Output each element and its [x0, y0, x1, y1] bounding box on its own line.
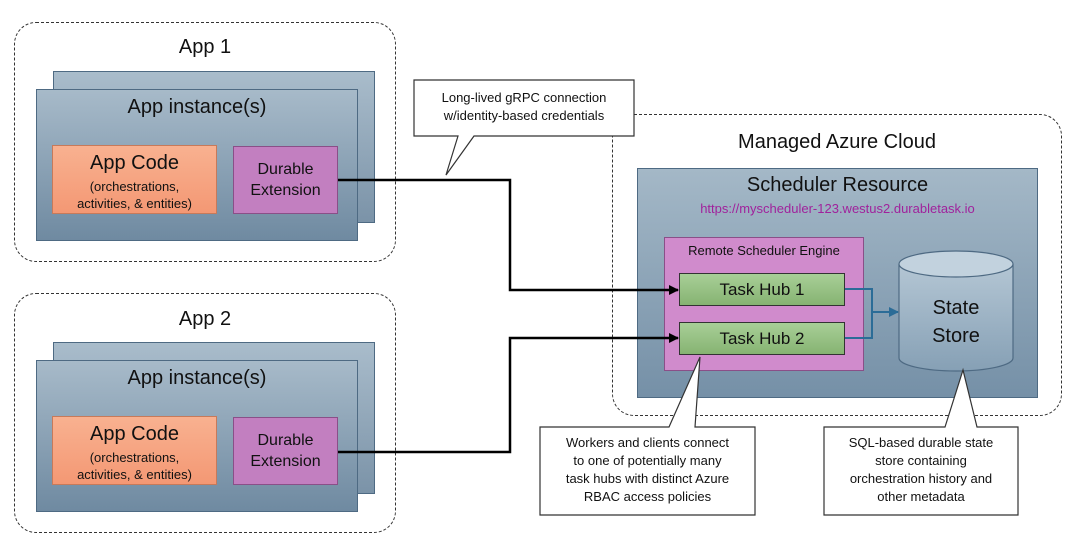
app2-ext-line1: Durable [257, 432, 314, 449]
state-store-line1: State [932, 297, 980, 319]
grpc-callout [413, 79, 635, 176]
app2-code-sub2: activities, & entities) [77, 467, 192, 482]
app1-title: App 1 [178, 36, 232, 58]
app1-code-sub1: (orchestrations, [89, 179, 180, 194]
app2-code-sub1: (orchestrations, [89, 450, 180, 465]
sql-line4: other metadata [877, 489, 965, 504]
app2-title: App 2 [178, 308, 232, 330]
scheduler-url: https://myscheduler-123.westus2.durablet… [700, 201, 975, 216]
task-hub-2: Task Hub 2 [679, 322, 845, 355]
state-store-cylinder [898, 250, 1014, 372]
engine-title: Remote Scheduler Engine [688, 243, 840, 258]
state-store-label: State Store [899, 294, 1013, 350]
sql-line1: SQL-based durable state [848, 435, 994, 450]
app2-code-title: App Code [90, 423, 179, 445]
workers-line2: to one of potentially many [573, 453, 722, 468]
state-store-line2: Store [932, 325, 980, 347]
sql-callout [823, 367, 1019, 516]
grpc-line2: w/identity-based credentials [443, 108, 605, 123]
app2-ext-line2: Extension [250, 453, 321, 470]
app1-code-box: App Code (orchestrations, activities, & … [52, 145, 217, 214]
scheduler-title: Scheduler Resource [746, 174, 929, 196]
app2-code-box: App Code (orchestrations, activities, & … [52, 416, 217, 485]
app1-ext-line2: Extension [250, 182, 321, 199]
connector-app2-hub2 [338, 333, 679, 454]
workers-line3: task hubs with distinct Azure [565, 471, 730, 486]
app2-durable-extension: Durable Extension [233, 417, 338, 485]
connector-hubs-store [845, 288, 898, 339]
workers-callout [539, 356, 756, 516]
sql-callout-text: SQL-based durable state store containing… [824, 434, 1018, 506]
sql-line2: store containing [875, 453, 967, 468]
app1-code-sub2: activities, & entities) [77, 196, 192, 211]
workers-line4: RBAC access policies [583, 489, 712, 504]
app1-ext-line1: Durable [257, 161, 314, 178]
task-hub-1: Task Hub 1 [679, 273, 845, 306]
grpc-line1: Long-lived gRPC connection [441, 90, 607, 105]
cloud-title: Managed Azure Cloud [738, 131, 936, 153]
app1-code-title: App Code [90, 152, 179, 174]
app1-instance-title: App instance(s) [127, 96, 267, 118]
workers-line1: Workers and clients connect [565, 435, 730, 450]
grpc-callout-text: Long-lived gRPC connection w/identity-ba… [414, 89, 634, 125]
app1-durable-extension: Durable Extension [233, 146, 338, 214]
workers-callout-text: Workers and clients connect to one of po… [540, 434, 755, 506]
app2-instance-title: App instance(s) [127, 367, 267, 389]
sql-line3: orchestration history and [849, 471, 993, 486]
connector-app1-hub1 [338, 178, 679, 295]
